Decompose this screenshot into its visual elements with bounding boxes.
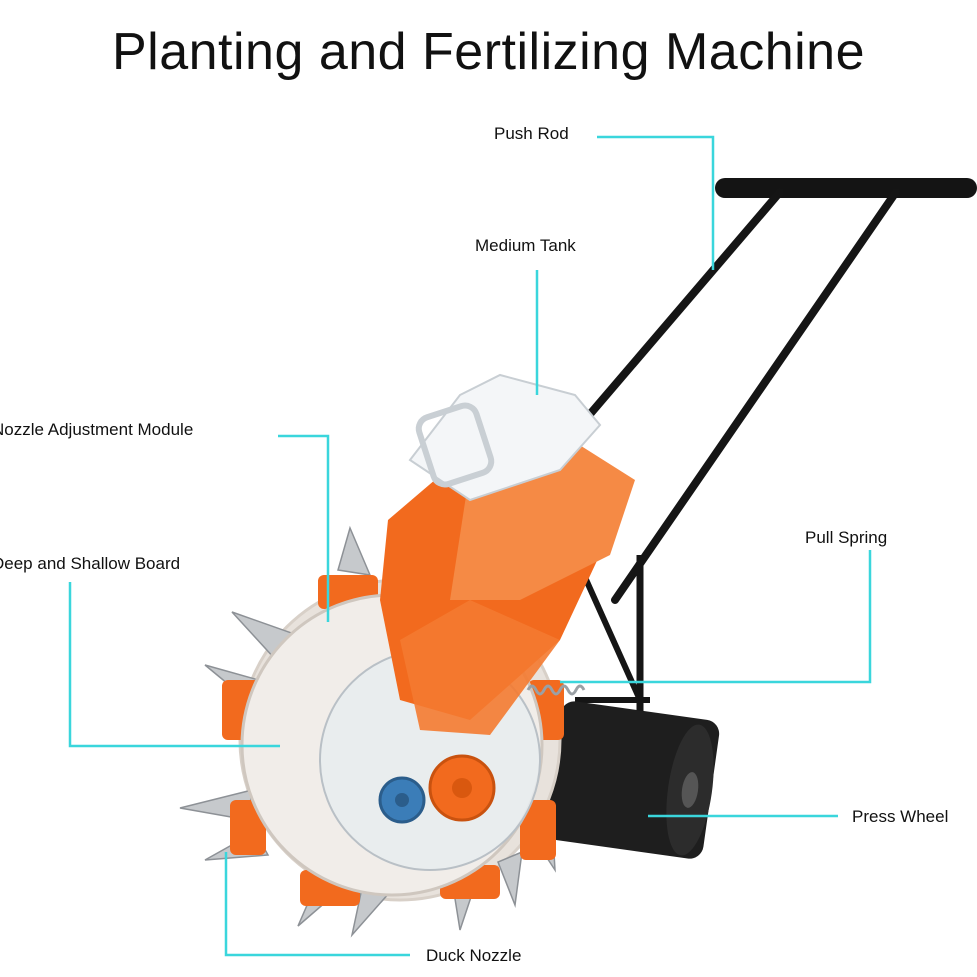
label-push-rod: Push Rod: [494, 124, 569, 143]
leader-duck-nozzle: [224, 852, 410, 957]
page-title: Planting and Fertilizing Machine: [111, 23, 866, 81]
leader-push-rod: [597, 135, 715, 270]
label-pull-spring: Pull Spring: [805, 528, 888, 547]
leader-lines: [68, 135, 872, 957]
leader-nozzle-adjustment: [278, 434, 330, 622]
press-wheel-roller: [544, 701, 720, 859]
label-deep-shallow-board: Deep and Shallow Board: [0, 554, 181, 573]
leader-pull-spring: [560, 550, 872, 684]
label-duck-nozzle: Duck Nozzle: [426, 946, 522, 965]
orange-hopper: [380, 420, 635, 735]
leader-deep-shallow: [68, 582, 280, 748]
pull-spring: [526, 684, 586, 696]
push-rod-frame: [572, 178, 977, 730]
label-medium-tank: Medium Tank: [475, 236, 576, 255]
label-nozzle-adjustment-module: Nozzle Adjustment Module: [0, 420, 194, 439]
label-press-wheel: Press Wheel: [852, 807, 949, 826]
medium-tank: [408, 373, 602, 502]
